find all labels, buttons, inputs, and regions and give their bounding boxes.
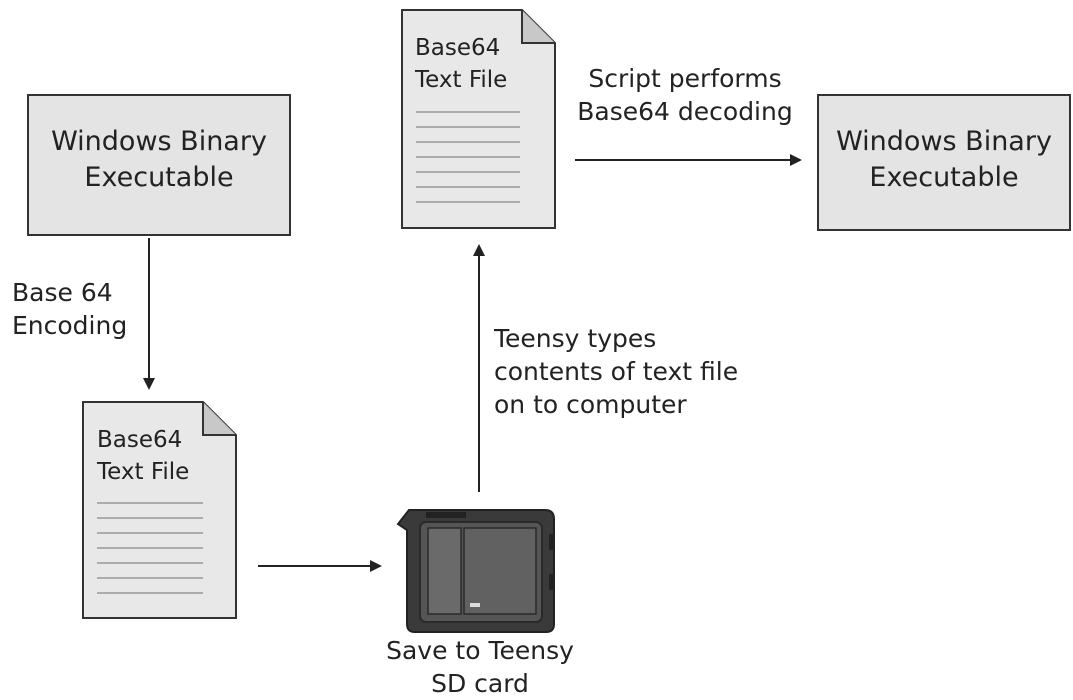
teensy-label: Teensy types contents of text file on to…	[494, 322, 738, 421]
encoding-label: Base 64 Encoding	[12, 276, 127, 342]
encoding-line2: Encoding	[12, 311, 128, 340]
source-executable-label: Windows Binary Executable	[28, 124, 290, 196]
top-document-icon	[401, 9, 556, 229]
decoding-line2: Base64 decoding	[577, 97, 793, 126]
source-executable-line1: Windows Binary	[51, 126, 267, 157]
encoding-line1: Base 64	[12, 278, 113, 307]
target-executable-line2: Executable	[869, 162, 1019, 193]
decoding-line1: Script performs	[588, 64, 782, 93]
bottom-document-line2: Text File	[97, 459, 190, 485]
top-document-line1: Base64	[415, 35, 501, 61]
bottom-document-icon	[82, 401, 237, 619]
bottom-document-line1: Base64	[97, 427, 183, 453]
teensy-line1: Teensy types	[494, 324, 657, 353]
sd-card-icon	[396, 509, 555, 633]
sd-card-line1: Save to Teensy	[386, 636, 574, 665]
bottom-document-label: Base64 Text File	[97, 424, 189, 488]
target-executable-label: Windows Binary Executable	[818, 124, 1070, 196]
teensy-line2: contents of text file	[494, 357, 739, 386]
teensy-line3: on to computer	[494, 390, 687, 419]
source-executable-line2: Executable	[84, 162, 234, 193]
target-executable-box	[817, 94, 1071, 231]
top-document-label: Base64 Text File	[415, 32, 507, 96]
source-executable-box	[27, 94, 291, 236]
sd-card-label: Save to Teensy SD card	[360, 634, 600, 700]
top-document-line2: Text File	[415, 67, 508, 93]
sd-card-line2: SD card	[431, 669, 529, 698]
decoding-label: Script performs Base64 decoding	[560, 62, 810, 128]
target-executable-line1: Windows Binary	[836, 126, 1052, 157]
